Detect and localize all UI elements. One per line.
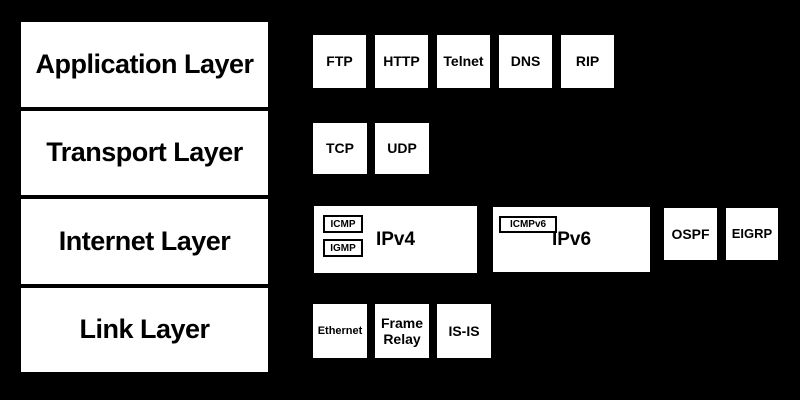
protocol-box-dns: DNS [499, 35, 552, 88]
protocol-label-udp: UDP [387, 140, 417, 157]
protocol-label-ipv6: IPv6 [551, 228, 592, 250]
layer-label-link: Link Layer [79, 314, 210, 345]
layer-box-internet: Internet Layer [21, 199, 268, 284]
protocol-label-telnet: Telnet [443, 53, 484, 70]
protocol-label-igmp: IGMP [330, 242, 356, 254]
layer-label-internet: Internet Layer [58, 225, 231, 256]
application-protocols-row: FTP HTTP Telnet DNS RIP [313, 35, 614, 88]
protocol-box-ipv4: ICMP IGMP IPv4 [314, 206, 477, 273]
protocol-box-telnet: Telnet [437, 35, 490, 88]
layer-label-transport: Transport Layer [46, 137, 243, 168]
layer-box-application: Application Layer [21, 22, 268, 107]
layer-column: Application Layer Transport Layer Intern… [21, 22, 268, 372]
protocol-box-ipv6: ICMPv6 IPv6 [493, 207, 650, 272]
layer-label-application: Application Layer [35, 48, 254, 79]
protocol-label-tcp: TCP [326, 140, 354, 157]
protocol-label-ipv4: IPv4 [375, 228, 416, 250]
protocol-box-icmpv6: ICMPv6 [499, 216, 557, 233]
protocol-label-frame-relay: Frame Relay [380, 314, 424, 347]
protocol-box-rip: RIP [561, 35, 614, 88]
protocol-box-tcp: TCP [313, 123, 367, 174]
protocol-label-ospf: OSPF [671, 225, 710, 242]
protocol-box-ospf: OSPF [664, 208, 717, 260]
link-protocols-row: Ethernet Frame Relay IS-IS [313, 304, 491, 358]
protocol-label-dns: DNS [510, 53, 541, 70]
protocol-label-ethernet: Ethernet [317, 324, 363, 337]
protocol-box-isis: IS-IS [437, 304, 491, 358]
protocol-box-ethernet: Ethernet [313, 304, 367, 358]
protocol-box-igmp: IGMP [323, 239, 363, 257]
protocol-label-icmp: ICMP [330, 218, 356, 230]
transport-protocols-row: TCP UDP [313, 123, 429, 174]
protocol-box-frame-relay: Frame Relay [375, 304, 429, 358]
protocol-label-icmpv6: ICMPv6 [509, 219, 547, 230]
protocol-label-http: HTTP [383, 53, 420, 70]
ipv4-sub-protocols: ICMP IGMP [323, 215, 363, 257]
protocol-box-udp: UDP [375, 123, 429, 174]
protocol-label-ftp: FTP [326, 53, 353, 70]
protocol-box-http: HTTP [375, 35, 428, 88]
protocol-label-rip: RIP [575, 53, 600, 70]
layer-box-link: Link Layer [21, 287, 268, 372]
protocol-label-isis: IS-IS [448, 322, 480, 339]
protocol-label-eigrp: EIGRP [731, 225, 773, 241]
layer-box-transport: Transport Layer [21, 110, 268, 195]
protocol-box-ftp: FTP [313, 35, 366, 88]
protocol-box-icmp: ICMP [323, 215, 363, 233]
protocol-box-eigrp: EIGRP [726, 208, 778, 260]
